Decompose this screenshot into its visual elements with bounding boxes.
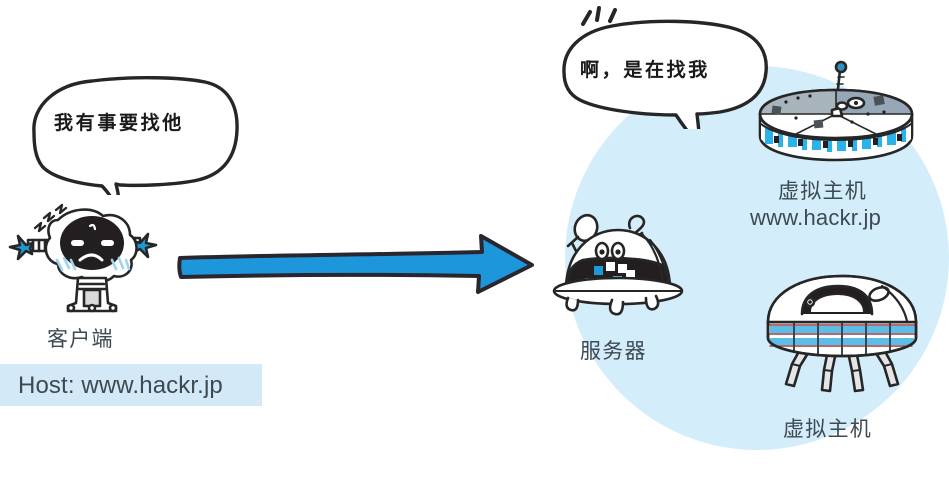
server-label: 服务器 (580, 339, 647, 363)
server-speech-bubble (562, 6, 768, 129)
virtual-host-bottom-label: 虚拟主机 (783, 417, 873, 441)
virtual-host-ufo-icon (766, 274, 918, 393)
request-arrow-icon (177, 234, 534, 294)
host-header-text: Host: www.hackr.jp (18, 372, 223, 399)
client-label: 客户端 (47, 327, 114, 351)
sweat-marks-icon (33, 203, 68, 233)
client-speech-bubble (32, 76, 239, 195)
virtual-host-disc-icon (758, 60, 914, 162)
server-bubble-text: 啊，是在找我 (580, 59, 710, 81)
blush-hatching-icon (55, 256, 131, 272)
client-robot-icon (8, 203, 158, 313)
virtual-host-top-url: www.hackr.jp (750, 205, 882, 230)
virtual-host-top-label: 虚拟主机 (778, 179, 868, 203)
server-ufo-icon (552, 213, 684, 316)
left-star-icon (8, 234, 35, 261)
emphasis-ticks-icon (581, 6, 617, 26)
disc-pattern-icon (765, 127, 906, 152)
client-bubble-text: 我有事要找他 (54, 112, 184, 134)
host-header-band (0, 364, 262, 406)
